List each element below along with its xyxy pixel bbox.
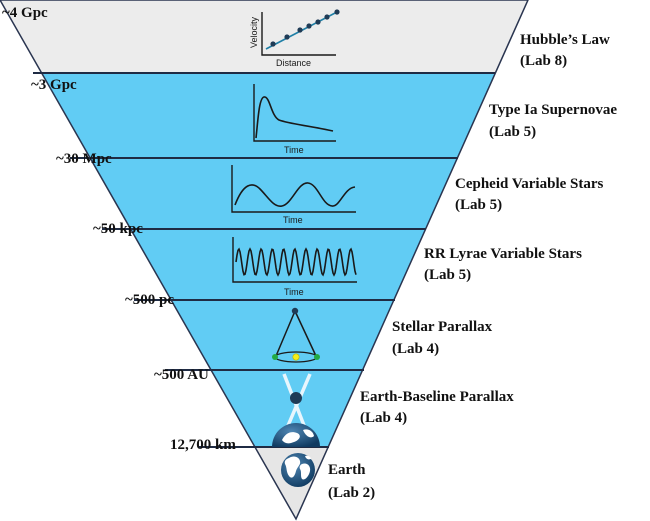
band-dividers: [33, 72, 495, 448]
hubble-data-point-2: [284, 34, 290, 40]
lab-label-earth: (Lab 2): [328, 485, 375, 501]
distance-label-500pc: ~500 pc: [125, 292, 174, 308]
lab-label-supernovae: (Lab 5): [489, 124, 536, 140]
stellar-parallax-illustration: [272, 307, 320, 363]
lab-label-earth-baseline: (Lab 4): [360, 410, 407, 426]
method-label-rr-lyrae: RR Lyrae Variable Stars: [424, 246, 582, 262]
earth-position-left-icon: [272, 354, 278, 360]
hubble-plot-axes: [261, 12, 336, 56]
rr-lyrae-light-curve: [235, 247, 357, 277]
earth-position-right-icon: [314, 354, 320, 360]
hubble-mini-plot: Distance Velocity: [249, 9, 340, 68]
hubble-data-point-7: [334, 9, 340, 15]
lab-label-cepheid: (Lab 5): [455, 197, 502, 213]
earth-baseline-parallax-illustration: [272, 373, 320, 447]
earth-globe-icon: [281, 453, 315, 487]
distance-label-3gpc: ~3 Gpc: [31, 77, 77, 93]
distance-label-30mpc: ~30 Mpc: [56, 151, 112, 167]
stellar-parallax-line-left: [275, 310, 296, 357]
rr-lyrae-mini-plot: Time: [232, 237, 357, 297]
hubble-data-points: [270, 9, 340, 47]
rr-lyrae-plot-x-label: Time: [284, 287, 304, 297]
cepheid-mini-plot: Time: [231, 165, 356, 225]
hubble-plot-y-label: Velocity: [249, 16, 259, 48]
supernova-light-curve: [255, 96, 334, 139]
band-earth: [0, 447, 528, 519]
hubble-data-point-3: [297, 27, 303, 33]
method-label-stellar-parallax: Stellar Parallax: [392, 319, 493, 335]
globe-half-icon: [272, 423, 320, 447]
supernova-plot-axes: [253, 84, 336, 142]
rr-lyrae-plot-axes: [232, 237, 357, 283]
method-label-hubble: Hubble’s Law: [520, 32, 610, 48]
cepheid-plot-axes: [231, 165, 356, 213]
hubble-data-point-1: [270, 41, 276, 47]
method-label-earth-baseline: Earth-Baseline Parallax: [360, 389, 514, 405]
method-label-earth: Earth: [328, 462, 366, 478]
method-label-supernovae: Type Ia Supernovae: [489, 102, 617, 118]
ladder-outline: [0, 0, 529, 521]
distance-label-4gpc: ~4 Gpc: [2, 5, 48, 21]
cepheid-light-curve: [234, 182, 356, 207]
supernova-plot-x-label: Time: [284, 145, 304, 155]
lab-label-hubble: (Lab 8): [520, 53, 567, 69]
band-hubble: [0, 0, 528, 73]
hubble-data-point-6: [324, 14, 330, 20]
hubble-plot-x-label: Distance: [276, 58, 311, 68]
hubble-data-point-4: [306, 23, 312, 29]
distance-label-500au: ~500 AU: [154, 367, 209, 383]
method-label-cepheid: Cepheid Variable Stars: [455, 176, 604, 192]
hubble-data-point-5: [315, 19, 321, 25]
lab-label-rr-lyrae: (Lab 5): [424, 267, 471, 283]
sun-icon: [292, 353, 300, 361]
target-star-icon: [291, 307, 299, 315]
cepheid-plot-x-label: Time: [283, 215, 303, 225]
supernova-mini-plot: Time: [253, 84, 336, 155]
distance-label-50kpc: ~50 kpc: [93, 221, 143, 237]
stellar-parallax-line-right: [294, 310, 317, 357]
nearby-object-icon: [290, 392, 302, 404]
lab-label-stellar-parallax: (Lab 4): [392, 341, 439, 357]
distance-label-12700km: 12,700 km: [170, 437, 236, 453]
